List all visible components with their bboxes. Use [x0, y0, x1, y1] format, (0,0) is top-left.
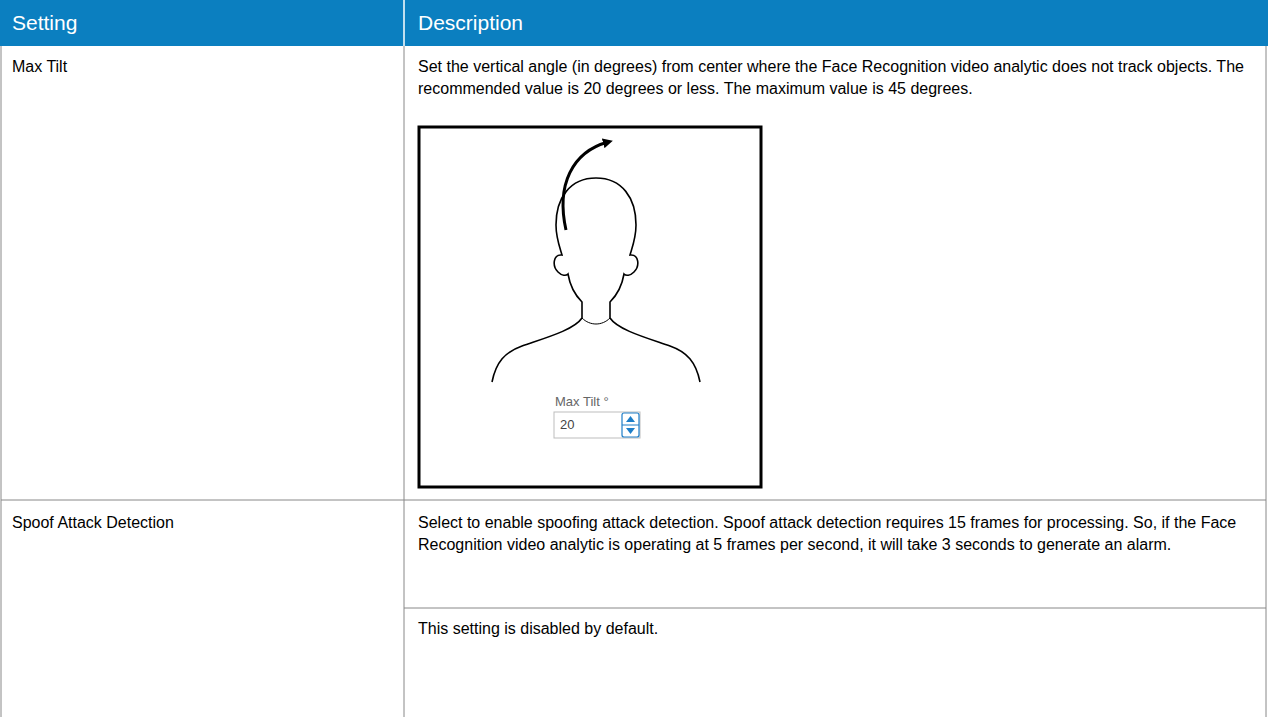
setting-description: Select to enable spoofing attack detecti… — [418, 512, 1258, 556]
spinner-label: Max Tilt ° — [555, 394, 675, 410]
setting-name: Spoof Attack Detection — [12, 512, 392, 534]
setting-note: This setting is disabled by default. — [418, 618, 1258, 640]
header-bar — [0, 0, 1268, 46]
spinner-value: 20 — [560, 417, 616, 433]
tilt-illustration — [419, 127, 761, 487]
column-header: Setting — [12, 10, 392, 36]
setting-description: Set the vertical angle (in degrees) from… — [418, 56, 1258, 100]
setting-name: Max Tilt — [12, 56, 392, 78]
column-header: Description — [418, 10, 1258, 36]
